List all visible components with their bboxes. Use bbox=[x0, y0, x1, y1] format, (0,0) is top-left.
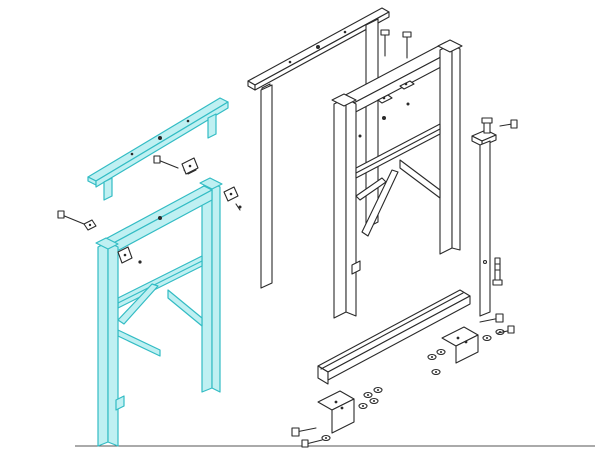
mounting-bracket-left bbox=[317, 390, 355, 434]
rear-frame-bolts bbox=[377, 29, 415, 104]
fasteners bbox=[291, 313, 515, 448]
highlighted-top-crossbar bbox=[87, 97, 229, 201]
mounting-bracket-right bbox=[441, 326, 479, 364]
vertical-post bbox=[471, 117, 518, 317]
bottom-channel bbox=[317, 289, 471, 385]
frame-fasteners bbox=[57, 157, 242, 264]
rear-leg-frame bbox=[260, 18, 463, 319]
highlighted-leg-frame bbox=[95, 177, 223, 447]
